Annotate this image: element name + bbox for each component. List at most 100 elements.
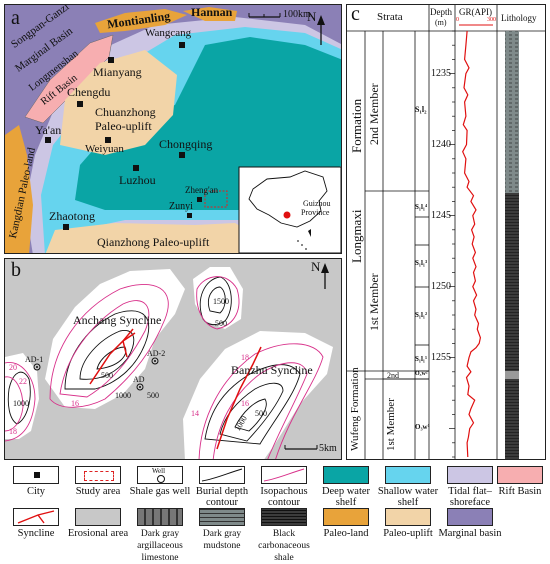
- south-sea-islands: [297, 240, 307, 250]
- anchang-label: Anchang Syncline: [73, 313, 162, 327]
- guizhou-label: Guizhou: [303, 199, 331, 208]
- column-grid: [347, 5, 545, 459]
- rift-basin-region: [24, 34, 114, 124]
- panel-b-scale-bar: [284, 445, 318, 450]
- panel-a-map-svg: [5, 7, 341, 253]
- legend-mudstone-label: Dark gray mudstone: [202, 529, 242, 551]
- qianzhong-paleo-uplift-region: [45, 223, 255, 253]
- gr-max: 300: [487, 17, 496, 23]
- legend-argil-label: Dark gray argillaceous limestone: [137, 529, 183, 563]
- kangdian-paleo-land-region: [5, 125, 33, 253]
- legend-argil: Dark gray argillaceous limestone: [128, 508, 192, 564]
- depth-unit: (m): [435, 18, 447, 27]
- north-label: N: [307, 9, 317, 24]
- iso-label-16: 16: [71, 399, 79, 408]
- panel-c-letter: c: [351, 4, 360, 25]
- city-marker-chengdu: [77, 101, 83, 107]
- iso-label-18b: 18: [241, 353, 249, 362]
- second-member-label: 2nd Member: [367, 83, 381, 145]
- gr-curve: [462, 30, 482, 458]
- wangcang-label: Wangcang: [145, 27, 192, 39]
- city-marker-luzhou: [133, 165, 139, 171]
- wufeng-second-label: 2nd: [387, 371, 399, 380]
- north-arrow: [317, 15, 325, 45]
- city-marker-zhengan: [197, 197, 202, 202]
- city-marker-zhaotong: [63, 224, 69, 230]
- legend-marginal: Marginal basin: [438, 508, 502, 539]
- depth-label: 1235: [431, 67, 451, 79]
- yaan-label: Ya'an: [35, 123, 62, 137]
- legend-syncline: Syncline: [4, 508, 68, 539]
- legend-rift: Rift Basin: [494, 466, 546, 497]
- city-marker-weiyuan: [105, 137, 111, 143]
- first-member-label: 1st Member: [367, 273, 381, 331]
- iso-label-20: 20: [9, 363, 17, 372]
- panel-a-letter: a: [11, 7, 20, 29]
- city-marker-mianyang: [108, 57, 114, 63]
- china-outline: [248, 170, 328, 228]
- panel-c-column-svg: [347, 5, 545, 459]
- legend-rift-label: Rift Basin: [498, 486, 542, 497]
- legend-erosional-label: Erosional area: [67, 528, 129, 539]
- panel-b-contour-map: b N Anchang Syncline Banzhu Syncline AD-…: [4, 258, 342, 460]
- lithology-mudstone-pattern: [505, 31, 519, 193]
- legend-shale-label: Black carbonaceous shale: [258, 529, 310, 563]
- iso-label-16b: 16: [241, 399, 249, 408]
- panel-c-stratigraphic-column: c Strata Depth (m) GR(API) 0 300 Litholo…: [346, 4, 546, 460]
- unit-s1l1-4: S₁l₁⁴: [415, 203, 428, 211]
- legend-shale: Black carbonaceous shale: [252, 508, 316, 564]
- chuanzhong-paleo-uplift-region: [60, 50, 177, 155]
- banzhu-label: Banzhu Syncline: [231, 363, 313, 377]
- well-ad1-label: AD-1: [25, 355, 44, 364]
- isopachous-contours: [5, 276, 324, 459]
- legend-tidal-label: Tidal flat– shoreface: [448, 486, 492, 508]
- legend-iso-label: Isopachous contour: [260, 486, 308, 508]
- zunyi-label: Zunyi: [169, 201, 193, 212]
- unit-s1l1-2: S₁l₁²: [415, 311, 428, 319]
- well-ad-label: AD: [133, 375, 145, 384]
- legend-study-area: Study area: [66, 466, 130, 497]
- legend-paleoland: Paleo-land: [314, 508, 378, 539]
- legend-burial: Burial depth contour: [190, 466, 254, 508]
- legend-iso: Isopachous contour: [252, 466, 316, 508]
- hannan-label: Hannan: [191, 5, 233, 19]
- iso-label-14: 14: [191, 409, 199, 418]
- qianzhong-label: Qianzhong Paleo-uplift: [97, 235, 210, 249]
- depth-label: 1255: [431, 351, 451, 363]
- unit-s1l1-3: S₁l₁³: [415, 259, 428, 267]
- city-marker-wangcang: [179, 42, 185, 48]
- weiyuan-label: Weiyuan: [85, 143, 124, 155]
- burial-depth-contours: [7, 276, 301, 445]
- well-ad2-label: AD-2: [147, 349, 166, 358]
- wufeng-first-member-label: 1st Member: [385, 398, 397, 451]
- depth-label: 1250: [431, 280, 451, 292]
- study-area-box: [204, 190, 228, 208]
- lithology-shale-pattern: [505, 193, 519, 459]
- unit-s1l2: S₁l₂: [415, 105, 427, 114]
- paleo-uplift-label: Paleo-uplift: [95, 119, 152, 133]
- chongqing-label: Chongqing: [159, 137, 213, 151]
- north-white-area: [193, 267, 243, 329]
- lithology-header: Lithology: [501, 13, 537, 23]
- legend-well: Well Shale gas well: [128, 466, 192, 497]
- legend-deep: Deep water shelf: [314, 466, 378, 508]
- iso-label-22: 22: [19, 377, 27, 386]
- panel-b-north-arrow: [321, 263, 329, 289]
- unit-s1l1-1: S₁l₁¹: [415, 355, 428, 363]
- contour-label-500c: 500: [147, 391, 159, 400]
- legend-mudstone: Dark gray mudstone: [190, 508, 254, 552]
- lithology-limestone: [505, 371, 519, 379]
- well-markers: [33, 357, 159, 391]
- legend-syncline-label: Syncline: [17, 528, 55, 539]
- city-marker-yaan: [45, 137, 51, 143]
- unit-o3w1: O₃w¹: [415, 423, 430, 431]
- syncline-axes: [89, 328, 262, 450]
- gr-header: GR(API): [459, 7, 492, 17]
- luzhou-label: Luzhou: [119, 173, 156, 187]
- legend-city-label: City: [26, 486, 46, 497]
- zhengan-label: Zheng'an: [185, 185, 219, 195]
- city-marker-zunyi: [187, 213, 192, 218]
- contour-label-1000a: 1000: [115, 391, 131, 400]
- scale-bar: [248, 13, 281, 18]
- city-marker-chongqing: [179, 152, 185, 158]
